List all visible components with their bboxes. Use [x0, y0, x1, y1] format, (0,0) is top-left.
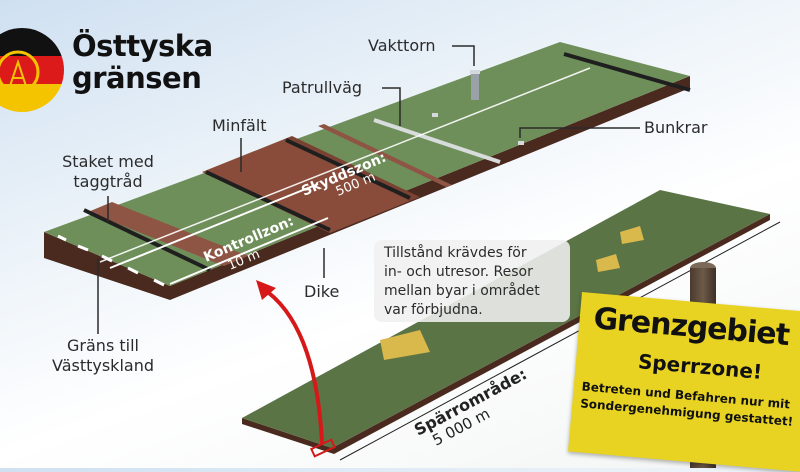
fence-mid	[205, 170, 331, 232]
grenzgebiet-sign: Grenzgebiet Sperrzone! Betreten und Befa…	[568, 292, 800, 472]
page-title: Östtyska gränsen	[72, 30, 213, 94]
label-grans: Gräns till Västtyskland	[51, 336, 154, 375]
sign-subheading: Sperrzone!	[637, 349, 764, 384]
label-vakttorn: Vakttorn	[368, 36, 436, 55]
watchtower	[471, 72, 479, 100]
title-line-2: gränsen	[72, 61, 202, 95]
label-minfalt: Minfält	[212, 116, 267, 135]
red-arrow	[260, 286, 324, 445]
info-box: Tillstånd krävdes för in- och utresor. R…	[374, 240, 570, 322]
bunker	[432, 113, 438, 117]
sign-body: Betreten und Befahren nur mit Sondergene…	[579, 379, 794, 429]
bunker	[518, 141, 524, 145]
label-bunkrar: Bunkrar	[644, 118, 708, 137]
fence-west	[83, 208, 211, 272]
highlight-box	[310, 438, 336, 458]
label-dike: Dike	[304, 282, 340, 301]
title-line-1: Östtyska	[72, 29, 213, 63]
fence-east	[285, 138, 411, 200]
label-patrullvag: Patrullväg	[282, 78, 363, 97]
strip-surface	[44, 42, 690, 286]
label-staket: Staket med taggtråd	[62, 152, 154, 191]
sign-heading: Grenzgebiet	[592, 301, 791, 354]
strip-edge	[44, 76, 690, 300]
minefield	[202, 140, 410, 233]
patrol-road	[373, 118, 501, 164]
gdr-emblem-icon	[0, 28, 64, 112]
